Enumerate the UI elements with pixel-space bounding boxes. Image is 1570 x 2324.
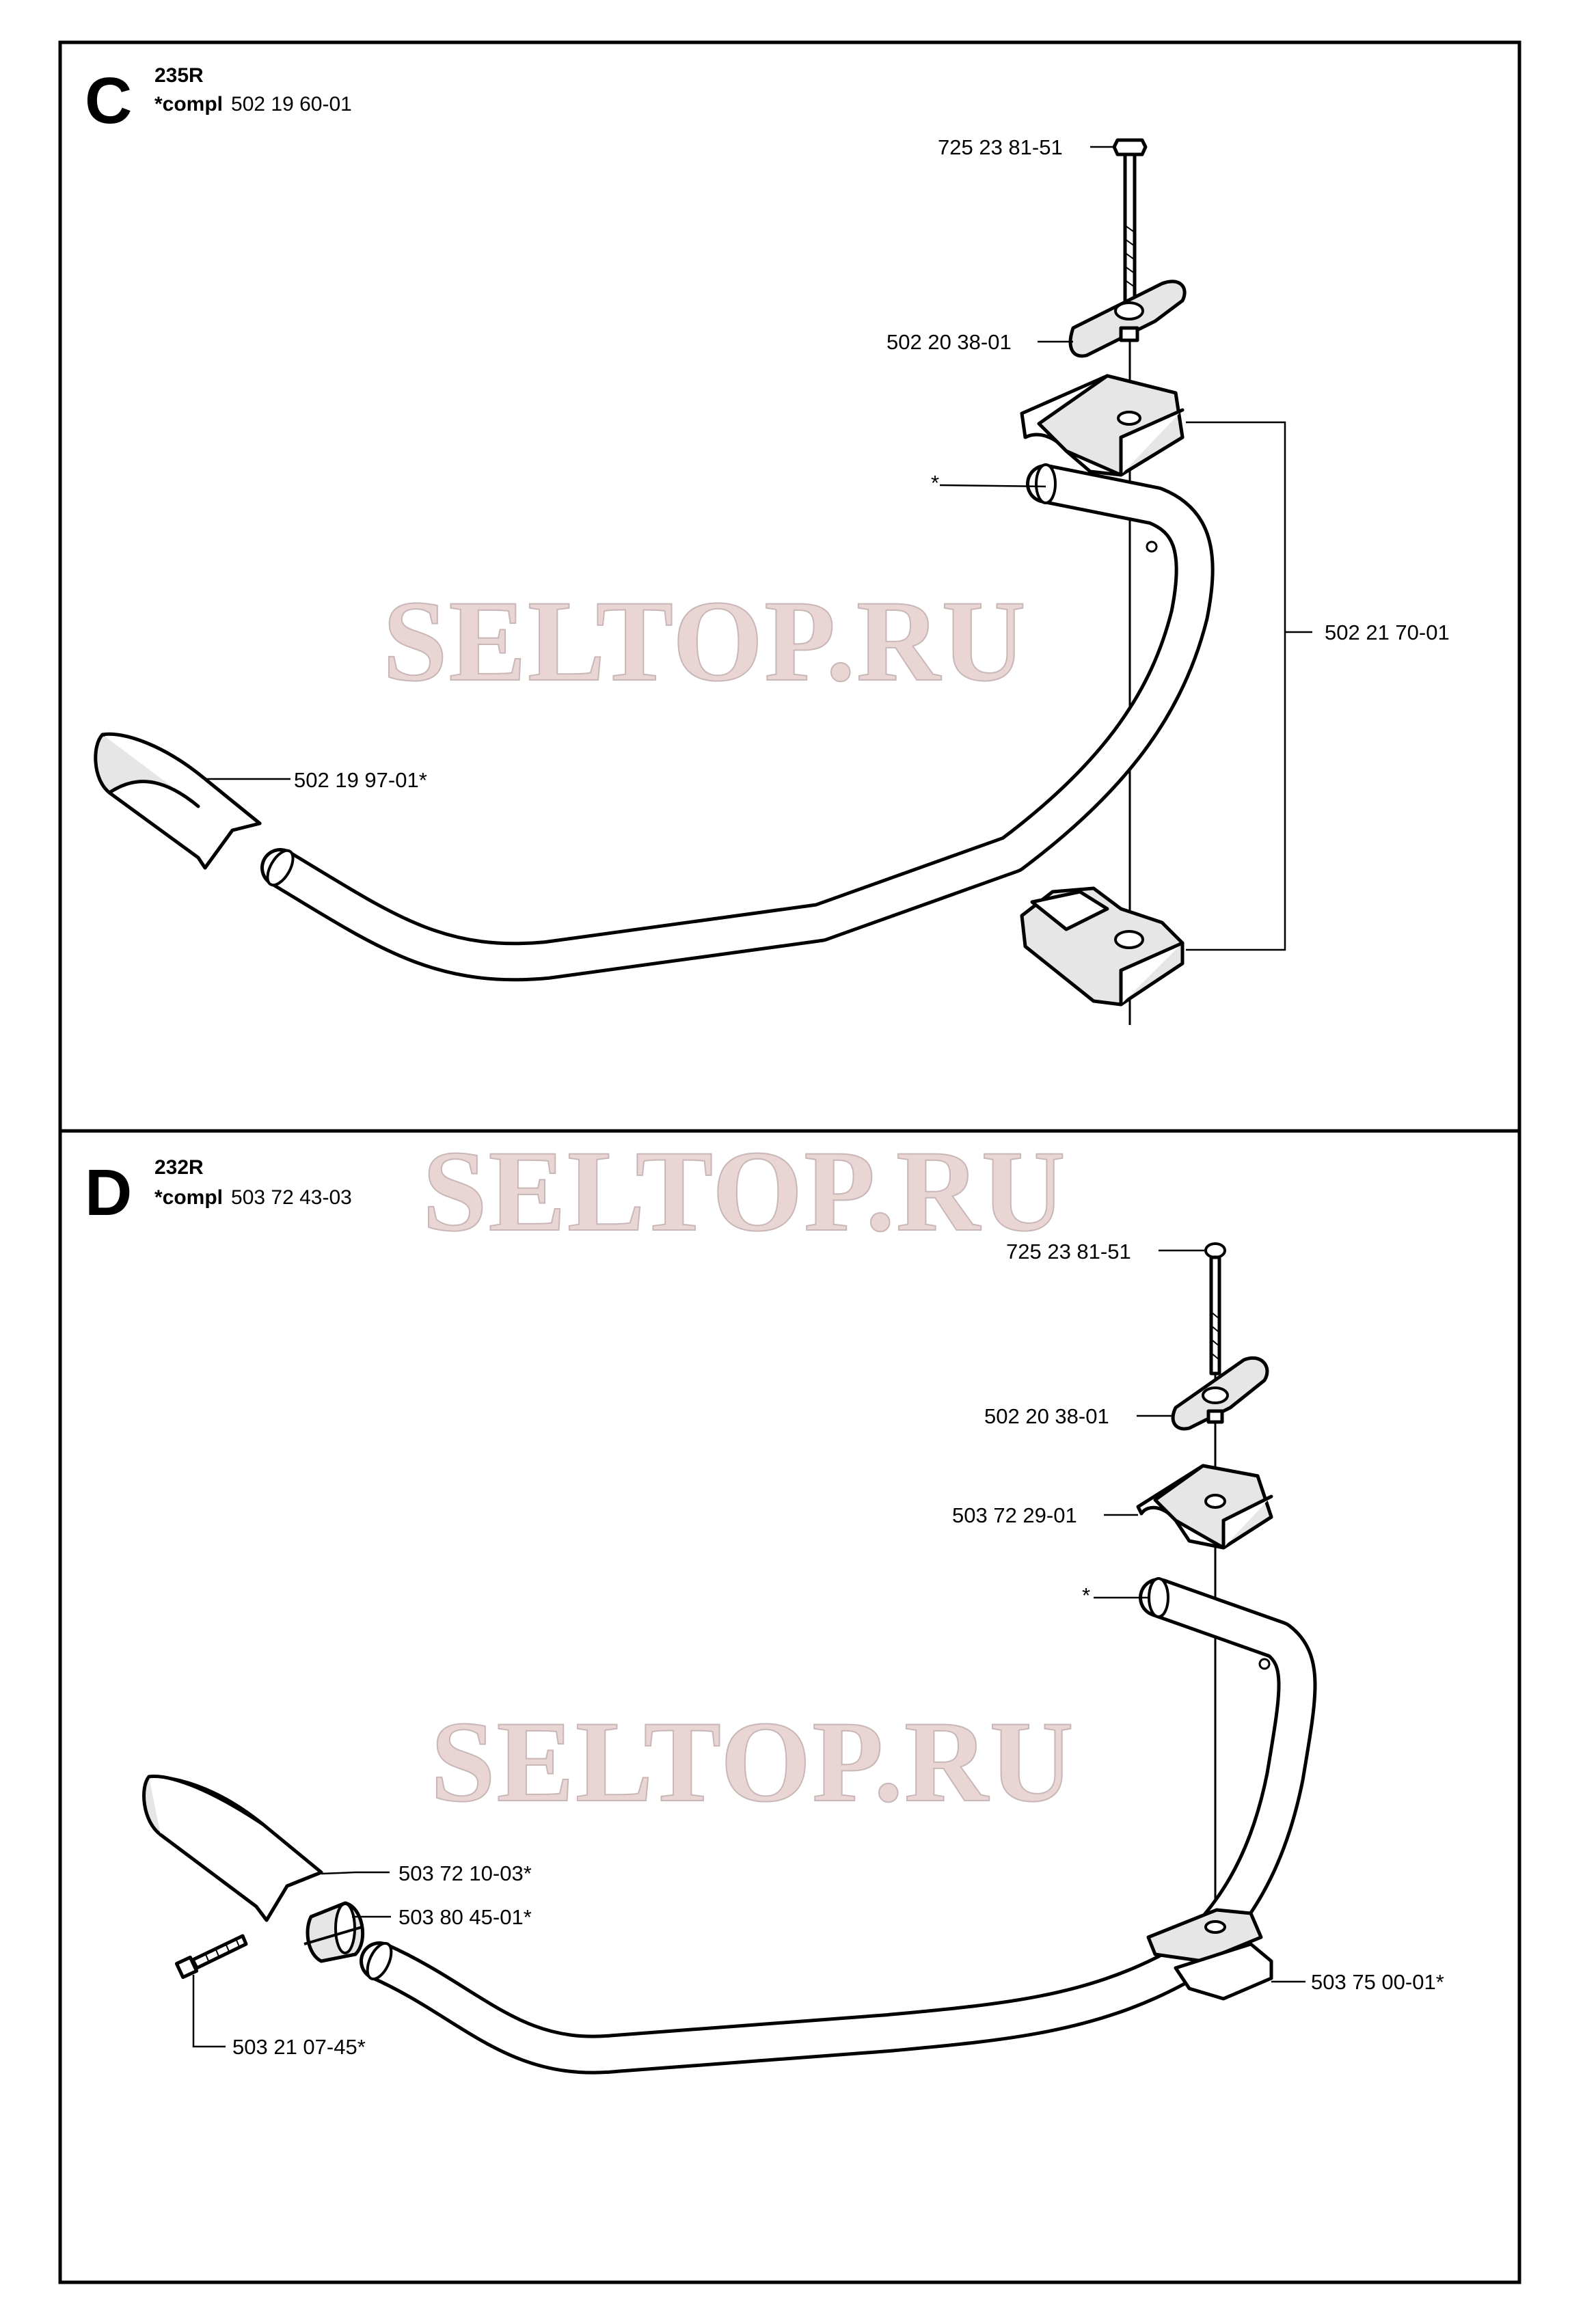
panel-d-compl-label: *compl [154, 1186, 223, 1209]
panel-d-upper-clamp [1136, 1464, 1273, 1550]
panel-d-label-upper-clamp: 503 72 29-01 [952, 1503, 1077, 1527]
panel-c-handle-tube [260, 463, 1215, 982]
panel-c-bolt [1112, 138, 1148, 307]
watermark-3: SELTOP.RU [431, 1697, 1075, 1826]
panel-d-label-lower-clamp: 503 75 00-01* [1311, 1970, 1444, 1994]
panel-d-letter: D [85, 1156, 132, 1229]
panel-d-lower-clamp [1146, 1908, 1273, 2001]
panel-c-wing-knob [1068, 279, 1187, 358]
panel-c: C 235R *compl 502 19 60-01 SELTOP.RU [85, 64, 1450, 1025]
panel-d-sleeve [303, 1901, 365, 1963]
panel-d-grip [142, 1775, 323, 1922]
panel-c-compl-label: *compl [154, 93, 223, 115]
panel-c-lower-clamp [1020, 886, 1185, 1007]
panel-d-label-knob: 502 20 38-01 [984, 1404, 1109, 1428]
panel-d-label-screw: 503 21 07-45* [232, 2035, 366, 2059]
panel-c-leader-clamp-set [1186, 421, 1286, 951]
panel-c-compl-number: 502 19 60-01 [231, 93, 352, 115]
panel-d-handle-tube [360, 1577, 1317, 2075]
panel-c-label-tube: * [931, 471, 939, 495]
panel-d-label-grip: 503 72 10-03* [398, 1861, 532, 1885]
panel-d-bolt [1204, 1242, 1226, 1376]
panel-d-compl-number: 503 72 43-03 [231, 1186, 352, 1209]
panel-c-letter: C [85, 64, 132, 137]
panel-c-upper-clamp [1020, 374, 1185, 477]
panel-d-screw [174, 1934, 248, 1980]
panel-c-label-grip: 502 19 97-01* [294, 768, 427, 792]
panel-d-label-tube: * [1082, 1583, 1090, 1607]
panel-d-label-bolt: 725 23 81-51 [1006, 1240, 1131, 1263]
panel-d-wing-knob [1171, 1356, 1269, 1431]
panel-d-leader-grip [321, 1871, 390, 1875]
panel-d-model: 232R [154, 1156, 204, 1179]
panel-d-label-sleeve: 503 80 45-01* [398, 1905, 532, 1929]
panel-c-model: 235R [154, 64, 204, 87]
panel-c-compl-line: *compl 502 19 60-01 [154, 93, 352, 115]
panel-d-leader-screw [192, 1975, 226, 2048]
panel-d-compl-line: *compl 503 72 43-03 [154, 1186, 352, 1209]
watermark-1: SELTOP.RU [383, 577, 1027, 705]
panel-d: D 232R *compl 503 72 43-03 SELTOP.RU SELT… [85, 1126, 1444, 2075]
watermark-2: SELTOP.RU [422, 1127, 1067, 1255]
page-frame [58, 40, 1521, 2284]
panel-c-label-clamp-set: 502 21 70-01 [1325, 620, 1450, 644]
panel-c-label-knob: 502 20 38-01 [886, 330, 1012, 354]
panel-c-grip [94, 732, 262, 870]
panel-c-label-bolt: 725 23 81-51 [938, 135, 1063, 159]
panel-c-leader-tube [939, 484, 1046, 488]
